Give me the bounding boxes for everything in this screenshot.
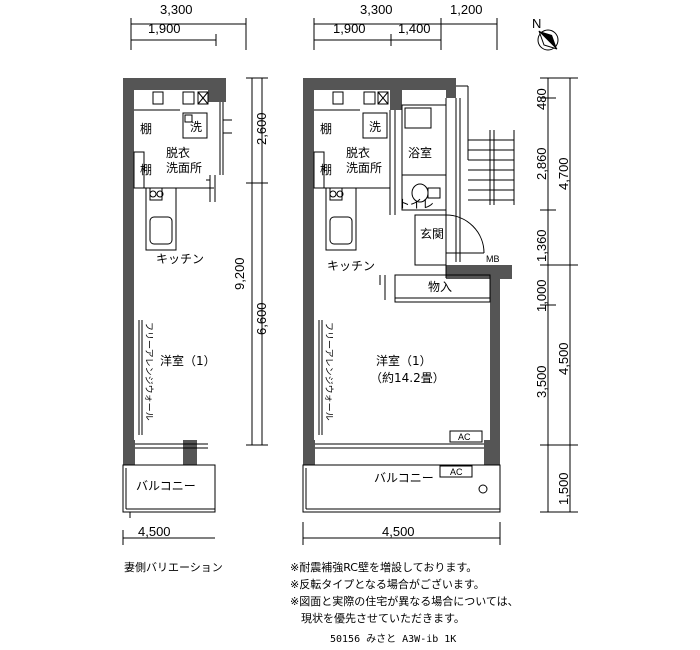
- right-washer-label: 洗: [369, 120, 381, 134]
- right-shelf-label-2: 棚: [320, 162, 332, 177]
- dim-right-side-g: 4,500: [556, 342, 571, 375]
- right-balcony-label: バルコニー: [374, 471, 434, 485]
- dim-left-side-a: 2,600: [254, 112, 269, 145]
- dim-right-side-h: 1,500: [556, 472, 571, 505]
- entrance-label: 玄関: [420, 226, 444, 241]
- note-line-3: ※図面と実際の住宅が異なる場合については、: [290, 595, 519, 608]
- bath-label: 浴室: [408, 145, 432, 160]
- compass-label: N: [532, 16, 541, 31]
- dim-right-side-c: 4,700: [556, 157, 571, 190]
- ac-label-balcony: AC: [450, 467, 463, 477]
- dim-left-top-sub: 1,900: [148, 21, 181, 36]
- ac-label-room: AC: [458, 432, 471, 442]
- dim-left-side-b: 9,200: [232, 257, 247, 290]
- left-free-wall-label: フリーアレンジウォール: [144, 322, 154, 421]
- dim-left-top-total: 3,300: [160, 2, 193, 17]
- left-washer-label: 洗: [190, 120, 202, 134]
- right-dressing-label-2: 洗面所: [346, 161, 382, 175]
- left-kitchen-label: キッチン: [156, 252, 204, 266]
- right-dressing-label-1: 脱衣: [346, 145, 370, 160]
- dim-left-side-c: 6,600: [254, 302, 269, 335]
- dim-right-top-extra: 1,200: [450, 2, 483, 17]
- western-room-area-label: （約14.2畳）: [370, 370, 445, 385]
- toilet-label: トイレ: [398, 197, 434, 211]
- footer-code: 50156 みさと A3W-ib 1K: [330, 634, 457, 645]
- note-line-4: 現状を優先させていただきます。: [290, 612, 465, 625]
- note-line-1: ※耐震補強RC壁を増設しております。: [290, 561, 478, 574]
- dim-right-top-total: 3,300: [360, 2, 393, 17]
- dim-right-top-sub-a: 1,900: [333, 21, 366, 36]
- dim-right-top-sub-b: 1,400: [398, 21, 431, 36]
- left-shelf-label-2: 棚: [140, 162, 152, 177]
- left-plan: [122, 78, 232, 518]
- right-kitchen-label: キッチン: [327, 259, 375, 273]
- left-balcony-label: バルコニー: [136, 479, 196, 493]
- right-western-room-label: 洋室（1）: [376, 353, 432, 368]
- note-line-2: ※反転タイプとなる場合がございます。: [290, 578, 485, 591]
- left-dressing-label-2: 洗面所: [166, 161, 202, 175]
- mb-label: MB: [486, 254, 500, 264]
- right-plan: [302, 78, 515, 513]
- left-western-room-label: 洋室（1）: [160, 353, 216, 368]
- dim-right-side-d: 1,360: [534, 229, 549, 262]
- dim-right-side-a: 480: [534, 88, 549, 110]
- left-shelf-label: 棚: [140, 121, 152, 136]
- right-shelf-label: 棚: [320, 121, 332, 136]
- right-free-wall-label: フリーアレンジウォール: [324, 322, 334, 421]
- dim-right-bottom: 4,500: [382, 524, 415, 539]
- compass-icon: [537, 29, 559, 51]
- left-dressing-label-1: 脱衣: [166, 145, 190, 160]
- dim-right-side-b: 2,860: [534, 147, 549, 180]
- dim-left-bottom: 4,500: [138, 524, 171, 539]
- closet-label: 物入: [428, 280, 452, 294]
- dim-right-side-e: 1,000: [534, 279, 549, 312]
- dim-right-side-f: 3,500: [534, 365, 549, 398]
- variation-label: 妻側バリエーション: [124, 561, 223, 574]
